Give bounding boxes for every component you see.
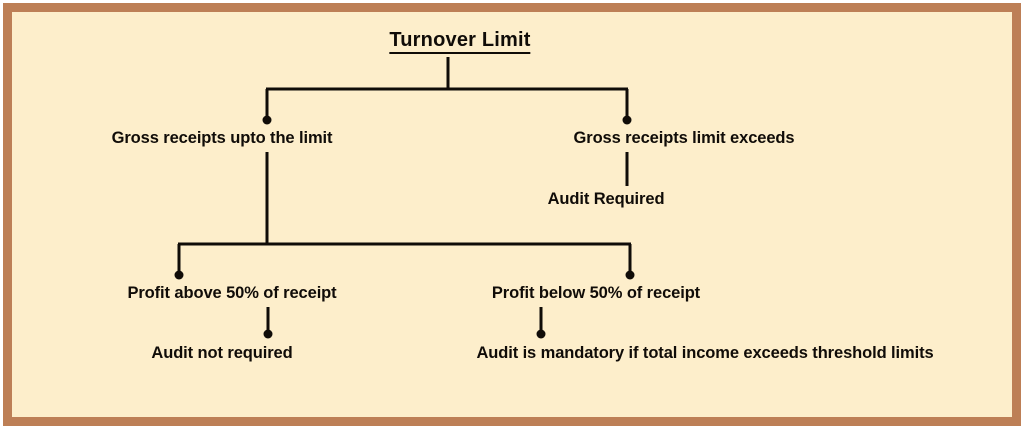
edge-dot-profit-above	[174, 270, 184, 280]
edge-dot-profit-below	[625, 270, 635, 280]
node-audit-required: Audit Required	[547, 190, 665, 208]
edge-dot-upto-limit	[262, 115, 272, 125]
node-profit-below-50: Profit below 50% of receipt	[491, 284, 701, 302]
node-gross-receipts-limit-exceeds: Gross receipts limit exceeds	[573, 129, 795, 147]
node-gross-receipts-upto-limit: Gross receipts upto the limit	[111, 129, 333, 147]
node-turnover-limit: Turnover Limit	[389, 30, 531, 54]
node-profit-above-50: Profit above 50% of receipt	[127, 284, 337, 302]
decorative-border-frame	[3, 3, 1021, 426]
edge-dot-audit-not-required	[263, 329, 273, 339]
node-audit-not-required: Audit not required	[151, 344, 293, 362]
edge-dot-audit-mandatory	[536, 329, 546, 339]
node-audit-mandatory-threshold: Audit is mandatory if total income excee…	[476, 344, 934, 362]
edge-dot-limit-exceeds	[622, 115, 632, 125]
